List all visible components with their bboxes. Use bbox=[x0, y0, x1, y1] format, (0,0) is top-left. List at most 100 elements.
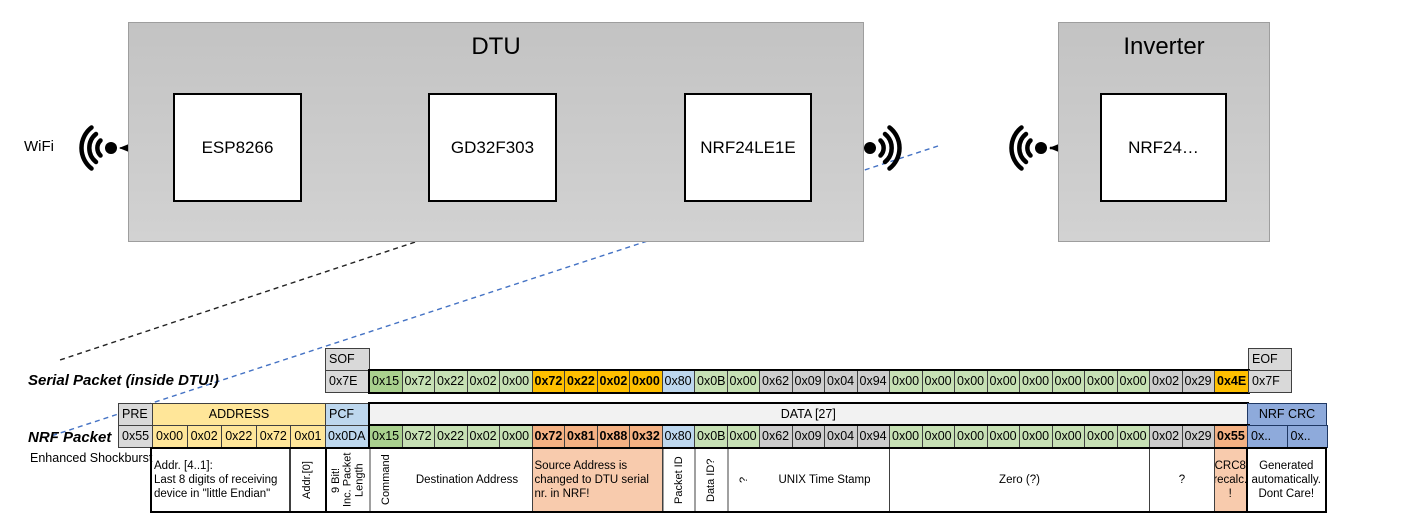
wifi-icon-dot bbox=[105, 142, 117, 154]
data-header-cell: DATA [27] bbox=[368, 402, 1249, 426]
byte-cell: 0x22 bbox=[222, 426, 257, 447]
enhanced-shockburst-label: Enhanced Shockburst bbox=[30, 451, 153, 465]
byte-cell: 0x00 bbox=[153, 426, 188, 447]
annotation-cell: Zero (?) bbox=[890, 449, 1150, 511]
address-header-text: ADDRESS bbox=[152, 403, 326, 426]
byte-cell: 0x00 bbox=[922, 371, 955, 392]
byte-cell: 0x62 bbox=[760, 426, 793, 447]
annotation-cell: Destination Address bbox=[403, 449, 533, 511]
byte-cell: 0x72 bbox=[256, 426, 292, 447]
annotation-cell: Source Address is changed to DTU serial … bbox=[532, 449, 663, 511]
address-header-cell: ADDRESS bbox=[152, 403, 326, 426]
byte-cell: 0x00 bbox=[1020, 426, 1053, 447]
byte-cell: 0x00 bbox=[500, 426, 533, 447]
byte-cell: 0x.. bbox=[1287, 426, 1327, 447]
byte-cell: 0x32 bbox=[630, 426, 663, 447]
gd32f303-box: GD32F303 bbox=[428, 93, 557, 202]
byte-cell: 0x00 bbox=[890, 371, 923, 392]
byte-cell: 0x00 bbox=[890, 426, 923, 447]
wifi-label: WiFi bbox=[24, 138, 54, 155]
byte-cell: 0x81 bbox=[565, 426, 598, 447]
inverter-nrf24-label: NRF24… bbox=[1128, 137, 1199, 157]
inverter-antenna-icon bbox=[1009, 125, 1033, 171]
pre-value-text: 0x55 bbox=[118, 425, 153, 448]
byte-cell: 0x02 bbox=[1150, 371, 1183, 392]
byte-cell: 0x62 bbox=[760, 371, 793, 392]
byte-cell: 0x00 bbox=[1117, 426, 1150, 447]
byte-cell: 0x22 bbox=[435, 371, 468, 392]
byte-cell: 0x72 bbox=[532, 371, 565, 392]
nrf-packet-label: NRF Packet bbox=[28, 429, 112, 446]
byte-cell: 0x00 bbox=[727, 426, 760, 447]
nrf-crc-bytes: 0x..0x.. bbox=[1247, 425, 1328, 448]
annotation-cell: ? bbox=[727, 449, 760, 511]
pre-header-text: PRE bbox=[118, 403, 153, 426]
byte-cell: 0x29 bbox=[1182, 426, 1215, 447]
annotation-cell: CRC8 recalc. ! bbox=[1215, 449, 1248, 511]
pre-value-cell: 0x55 bbox=[118, 425, 153, 448]
byte-cell: 0x00 bbox=[500, 371, 533, 392]
annotation-cell: ? bbox=[1150, 449, 1215, 511]
byte-cell: 0x00 bbox=[955, 426, 988, 447]
pcf-value-text: 0x0DA bbox=[325, 425, 370, 448]
byte-cell: 0x01 bbox=[291, 426, 326, 447]
byte-cell: 0x09 bbox=[792, 426, 825, 447]
sof-value-cell: 0x7E bbox=[325, 370, 370, 393]
byte-cell: 0x00 bbox=[987, 426, 1020, 447]
byte-cell: 0x00 bbox=[1020, 371, 1053, 392]
serial-packet-label: Serial Packet (inside DTU!) bbox=[28, 372, 219, 389]
nrf24le1e-box: NRF24LE1E bbox=[684, 93, 812, 202]
byte-cell: 0x00 bbox=[1085, 426, 1118, 447]
byte-cell: 0x00 bbox=[922, 426, 955, 447]
byte-cell: 0x02 bbox=[467, 426, 500, 447]
eof-value-cell: 0x7F bbox=[1248, 370, 1292, 393]
byte-cell: 0x72 bbox=[402, 426, 435, 447]
annotation-cell: Addr.[0] bbox=[290, 449, 325, 511]
byte-cell: 0x02 bbox=[187, 426, 223, 447]
sof-header-text: SOF bbox=[325, 348, 370, 371]
byte-cell: 0x22 bbox=[435, 426, 468, 447]
data-header-text: DATA [27] bbox=[368, 402, 1249, 426]
pre-header-cell: PRE bbox=[118, 403, 153, 426]
byte-cell: 0x00 bbox=[630, 371, 663, 392]
nrf24le1e-label: NRF24LE1E bbox=[700, 137, 796, 157]
byte-cell: 0x0B bbox=[695, 426, 728, 447]
byte-cell: 0x72 bbox=[532, 426, 565, 447]
esp8266-label: ESP8266 bbox=[201, 137, 274, 157]
esp8266-box: ESP8266 bbox=[173, 93, 302, 202]
annotation-cell: Command bbox=[370, 449, 403, 511]
byte-cell: 0x29 bbox=[1182, 371, 1215, 392]
byte-cell: 0x4E bbox=[1215, 371, 1248, 392]
byte-cell: 0x04 bbox=[825, 371, 858, 392]
eof-value-text: 0x7F bbox=[1248, 370, 1292, 393]
byte-cell: 0x04 bbox=[825, 426, 858, 447]
byte-cell: 0x94 bbox=[857, 371, 890, 392]
byte-cell: 0x94 bbox=[857, 426, 890, 447]
inverter-antenna-dot bbox=[1035, 142, 1047, 154]
nrf-crc-header-cell: NRF CRC bbox=[1247, 403, 1327, 426]
pcf-header-text: PCF bbox=[325, 403, 370, 426]
annotation-cell: UNIX Time Stamp bbox=[760, 449, 890, 511]
byte-cell: 0x88 bbox=[597, 426, 630, 447]
annotation-cell: Data ID? bbox=[695, 449, 728, 511]
sof-header-cell: SOF bbox=[325, 348, 370, 371]
byte-cell: 0x09 bbox=[792, 371, 825, 392]
wifi-icon bbox=[79, 125, 103, 171]
eof-header-cell: EOF bbox=[1248, 348, 1292, 371]
byte-cell: 0x02 bbox=[597, 371, 630, 392]
nrf-crc-header-text: NRF CRC bbox=[1247, 403, 1327, 426]
gd32f303-label: GD32F303 bbox=[450, 137, 535, 157]
byte-cell: 0x00 bbox=[727, 371, 760, 392]
byte-cell: 0x00 bbox=[1052, 426, 1085, 447]
byte-cell: 0x22 bbox=[565, 371, 598, 392]
byte-cell: 0x00 bbox=[955, 371, 988, 392]
dtu-title: DTU bbox=[471, 33, 521, 60]
pcf-value-cell: 0x0DA bbox=[325, 425, 370, 448]
byte-cell: 0x.. bbox=[1248, 426, 1288, 447]
annotation-row: Addr. [4..1]: Last 8 digits of receiving… bbox=[150, 447, 1327, 513]
inverter-title: Inverter bbox=[1123, 33, 1205, 60]
